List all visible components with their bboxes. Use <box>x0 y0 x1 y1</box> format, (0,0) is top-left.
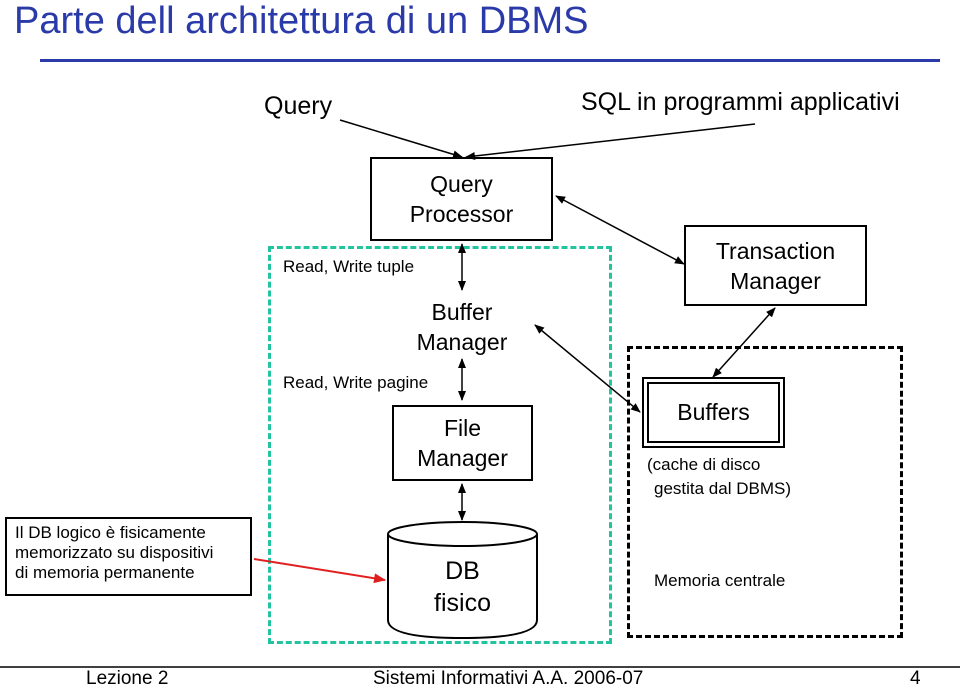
arrow-buffer-buffers <box>534 324 641 413</box>
memoria-centrale-label: Memoria centrale <box>654 571 786 590</box>
query-processor-line-1: Query <box>430 171 493 197</box>
buffer-manager-line-1: Buffer <box>431 299 493 325</box>
footer-page-number: 4 <box>910 668 921 689</box>
file-manager-box: File Manager <box>392 405 533 481</box>
db-fisico-line-2: fisico <box>434 589 491 617</box>
arrow-processor-transaction <box>555 195 685 265</box>
buffers-box: Buffers <box>642 377 785 448</box>
db-fisico-cylinder <box>387 521 538 640</box>
buffer-manager-line-2: Manager <box>416 329 508 355</box>
transaction-manager-box: Transaction Manager <box>684 225 867 306</box>
buffers-label: Buffers <box>677 399 750 425</box>
file-manager-line-1: File <box>443 415 482 441</box>
arrow-note-to-db <box>253 558 386 584</box>
arrow-transaction-buffers <box>712 307 776 378</box>
read-write-pagine-label: Read, Write pagine <box>283 373 429 392</box>
query-input-label: Query <box>264 92 333 120</box>
buffers-inner: Buffers <box>647 382 780 443</box>
footer-lesson: Lezione 2 <box>86 668 169 689</box>
file-manager-line-2: Manager <box>417 445 508 471</box>
cache-label-line-1: (cache di disco <box>647 455 761 474</box>
db-logico-note: Il DB logico è fisicamente memorizzato s… <box>5 517 252 596</box>
transaction-manager-line-2: Manager <box>730 267 821 294</box>
query-processor-box: Query Processor <box>370 157 553 241</box>
arrow-sql-to-processor <box>465 123 756 160</box>
db-fisico-label: DB fisico <box>400 555 525 619</box>
page-title: Parte dell architettura di un DBMS <box>14 0 589 42</box>
query-processor-line-2: Processor <box>409 201 514 227</box>
title-rule <box>40 59 940 62</box>
sql-input-label: SQL in programmi applicativi <box>581 88 900 116</box>
note-line-2: memorizzato su dispositivi <box>15 543 214 562</box>
read-write-tuple-label: Read, Write tuple <box>283 257 415 276</box>
db-fisico-line-1: DB <box>445 557 480 585</box>
note-line-1: Il DB logico è fisicamente <box>15 523 206 542</box>
note-line-3: di memoria permanente <box>15 563 195 582</box>
arrow-query-to-processor <box>339 119 463 159</box>
cache-label-line-2: gestita dal DBMS) <box>654 479 791 498</box>
transaction-manager-line-1: Transaction <box>715 237 836 264</box>
footer-course: Sistemi Informativi A.A. 2006-07 <box>373 668 644 689</box>
buffer-manager: Buffer Manager <box>392 297 532 357</box>
persistent-storage-region <box>268 246 612 644</box>
